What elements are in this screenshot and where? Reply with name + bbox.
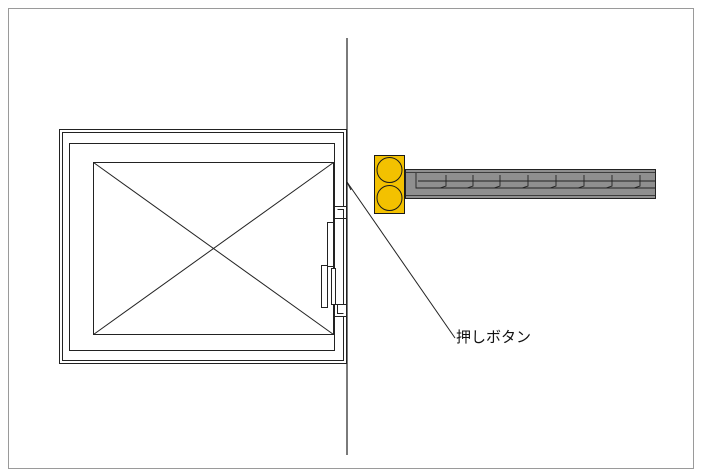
door-jamb-top-inner — [337, 209, 344, 219]
elevator-door — [321, 206, 347, 317]
elevator-car — [93, 162, 334, 335]
shaft-outline-inner — [69, 143, 335, 351]
conduit-wire — [415, 173, 655, 189]
conduit-body — [405, 169, 656, 199]
push-button-down — [376, 185, 403, 211]
door-jamb-bottom — [334, 304, 347, 317]
push-button-panel — [374, 155, 405, 214]
shaft-outline-outer — [59, 129, 347, 364]
conduit-ties — [439, 175, 641, 189]
leader-arrowhead — [346, 181, 352, 191]
door-panel-2 — [321, 265, 328, 308]
push-button-label: 押しボタン — [456, 328, 531, 346]
elevator-shaft — [59, 129, 347, 364]
shaft-outline-middle — [62, 132, 344, 361]
door-jamb-top — [334, 206, 347, 219]
car-diagonal-2 — [93, 162, 334, 335]
push-button-up — [376, 157, 403, 183]
wiring-conduit — [405, 169, 656, 199]
callout-leader — [346, 181, 456, 339]
door-panel-1 — [327, 222, 334, 267]
leader-line — [346, 181, 456, 339]
door-panel-3 — [331, 268, 336, 305]
drawing-frame — [8, 8, 694, 469]
door-jamb-bottom-inner — [337, 304, 344, 314]
